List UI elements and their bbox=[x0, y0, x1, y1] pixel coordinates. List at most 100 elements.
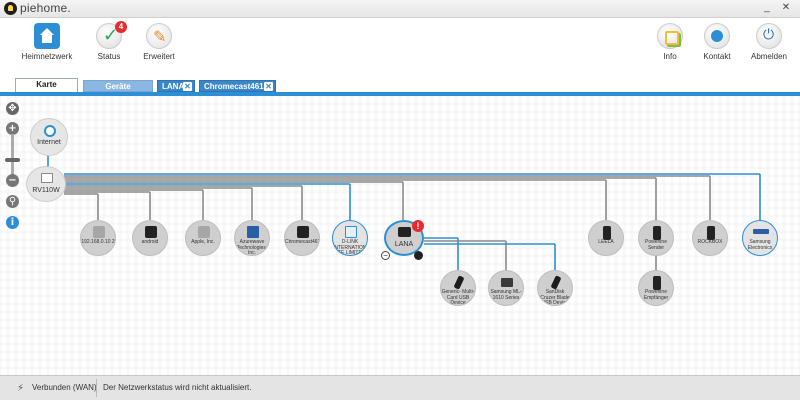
device-label: Chromecast461 bbox=[285, 239, 320, 245]
device-label: LEELA bbox=[598, 239, 614, 245]
status-message: Der Netzwerkstatus wird nicht aktualisie… bbox=[103, 383, 252, 392]
tab-chromecast-close-icon[interactable]: ✕ bbox=[264, 82, 273, 91]
abmelden-label: Abmelden bbox=[750, 52, 788, 61]
azurewave-icon bbox=[247, 226, 259, 238]
device-node[interactable]: android bbox=[132, 220, 168, 256]
heimnetzwerk-label: Heimnetzwerk bbox=[21, 52, 73, 61]
router-node[interactable]: RV110W bbox=[26, 166, 66, 202]
computer-icon bbox=[398, 227, 411, 237]
internet-label: Internet bbox=[37, 139, 61, 146]
dlink-icon bbox=[345, 226, 357, 238]
tab-chromecast-label: Chromecast4618 bbox=[204, 82, 269, 91]
heimnetzwerk-button[interactable]: Heimnetzwerk bbox=[17, 23, 77, 61]
device-label: Samsung ML-1610 Series bbox=[490, 289, 522, 301]
device-node[interactable]: Powerline Empfänger bbox=[638, 270, 674, 306]
device-node[interactable]: SanDisk Cruzer Blade USB Device bbox=[537, 270, 573, 306]
device-label: Powerline Sender bbox=[645, 239, 667, 251]
status-divider bbox=[96, 379, 97, 397]
device-node[interactable]: Samsung Electronics bbox=[742, 220, 778, 256]
usb-stick-icon bbox=[550, 275, 562, 290]
device-node[interactable]: LEELA bbox=[588, 220, 624, 256]
power-icon bbox=[756, 23, 782, 49]
usb-stick-icon bbox=[453, 275, 465, 290]
erweitert-label: Erweitert bbox=[143, 52, 175, 61]
network-map[interactable]: ✥ + − ⚲ i Internet RV110W 192.168.0.10 2… bbox=[0, 96, 800, 375]
device-label: D-LINK INTERNATIONAL PTE LIMITED bbox=[333, 239, 367, 256]
lana-status-icon bbox=[414, 251, 423, 260]
powerline-icon bbox=[653, 276, 661, 290]
plug-icon: ⚡ bbox=[17, 383, 25, 394]
status-badge: 4 bbox=[115, 21, 127, 33]
device-node[interactable]: Apple, Inc. bbox=[185, 220, 221, 256]
computer-icon bbox=[707, 226, 715, 240]
home-icon bbox=[34, 23, 60, 49]
status-button[interactable]: 4 Status bbox=[79, 21, 139, 61]
collapse-icon[interactable]: − bbox=[381, 251, 390, 260]
device-node[interactable]: Chromecast461 bbox=[284, 220, 320, 256]
device-label: Generic- Multi-Card USB Device bbox=[441, 289, 475, 306]
connection-lines bbox=[47, 154, 761, 270]
status-bar: ⚡ Verbunden (WAN) Der Netzwerkstatus wir… bbox=[0, 375, 800, 400]
device-node[interactable]: D-LINK INTERNATIONAL PTE LIMITED bbox=[332, 220, 368, 256]
zoom-out-button[interactable]: − bbox=[6, 174, 19, 187]
device-label: ROCKBOX bbox=[697, 239, 723, 245]
generic-device-icon bbox=[93, 226, 105, 238]
app-title: piehome. bbox=[20, 1, 71, 15]
minimize-button[interactable]: _ bbox=[764, 2, 770, 13]
router-icon bbox=[41, 173, 53, 183]
device-node[interactable]: Samsung ML-1610 Series bbox=[488, 270, 524, 306]
close-window-button[interactable]: ✕ bbox=[781, 2, 791, 13]
alert-icon[interactable]: ! bbox=[412, 220, 424, 232]
main-toolbar: Heimnetzwerk 4 Status Erweitert Info Kon… bbox=[0, 18, 800, 71]
info-label: Info bbox=[663, 52, 677, 61]
tab-lana-close-icon[interactable]: ✕ bbox=[183, 82, 192, 91]
tab-chromecast[interactable]: Chromecast4618 ✕ bbox=[199, 80, 276, 92]
device-node[interactable]: ROCKBOX bbox=[692, 220, 728, 256]
info-icon bbox=[657, 23, 683, 49]
tab-karte[interactable]: Karte bbox=[15, 78, 78, 92]
device-label: SanDisk Cruzer Blade USB Device bbox=[540, 289, 570, 306]
wrench-icon bbox=[146, 23, 172, 49]
device-node[interactable]: Generic- Multi-Card USB Device bbox=[440, 270, 476, 306]
tab-lana[interactable]: LANA ✕ bbox=[157, 80, 195, 92]
map-info-button[interactable]: i bbox=[6, 216, 19, 229]
printer-icon bbox=[501, 278, 513, 287]
device-label: Samsung Electronics bbox=[747, 239, 773, 251]
kontakt-label: Kontakt bbox=[703, 52, 731, 61]
computer-icon bbox=[603, 226, 611, 240]
zoom-in-button[interactable]: + bbox=[6, 122, 19, 135]
abmelden-button[interactable]: Abmelden bbox=[739, 23, 799, 61]
erweitert-button[interactable]: Erweitert bbox=[129, 23, 189, 61]
filter-icon[interactable]: ⚲ bbox=[6, 195, 19, 208]
device-label: Azurewave Technologies, Inc. bbox=[236, 239, 268, 256]
zoom-slider-track[interactable] bbox=[11, 134, 14, 180]
device-label: android bbox=[141, 239, 159, 245]
status-label: Status bbox=[97, 52, 121, 61]
lana-label: LANA bbox=[394, 241, 414, 248]
phone-icon bbox=[145, 226, 157, 238]
device-label: Apple, Inc. bbox=[191, 239, 215, 245]
device-label: Powerline Empfänger bbox=[643, 289, 669, 301]
globe-icon bbox=[44, 125, 56, 137]
apple-device-icon bbox=[198, 226, 210, 238]
pan-control-icon[interactable]: ✥ bbox=[6, 102, 19, 115]
internet-node[interactable]: Internet bbox=[30, 118, 68, 156]
tab-geraete[interactable]: Geräte bbox=[83, 80, 153, 92]
samsung-icon bbox=[753, 229, 769, 234]
device-node[interactable]: Powerline Sender bbox=[638, 220, 674, 256]
lana-node[interactable]: LANA bbox=[384, 220, 424, 256]
device-node[interactable]: 192.168.0.10 2 bbox=[80, 220, 116, 256]
router-label: RV110W bbox=[32, 187, 60, 194]
device-node[interactable]: Azurewave Technologies, Inc. bbox=[234, 220, 270, 256]
info-button[interactable]: Info bbox=[640, 23, 700, 61]
connection-status: Verbunden (WAN) bbox=[32, 383, 97, 392]
app-logo-icon bbox=[4, 2, 17, 15]
tab-bar: Karte Geräte LANA ✕ Chromecast4618 ✕ bbox=[0, 71, 800, 96]
chromecast-icon bbox=[297, 226, 309, 238]
title-bar: piehome. _ ✕ bbox=[0, 0, 800, 18]
kontakt-button[interactable]: Kontakt bbox=[687, 23, 747, 61]
powerline-icon bbox=[653, 226, 661, 240]
contact-icon bbox=[704, 23, 730, 49]
zoom-slider-handle[interactable] bbox=[5, 158, 20, 162]
tab-lana-label: LANA bbox=[162, 82, 185, 91]
